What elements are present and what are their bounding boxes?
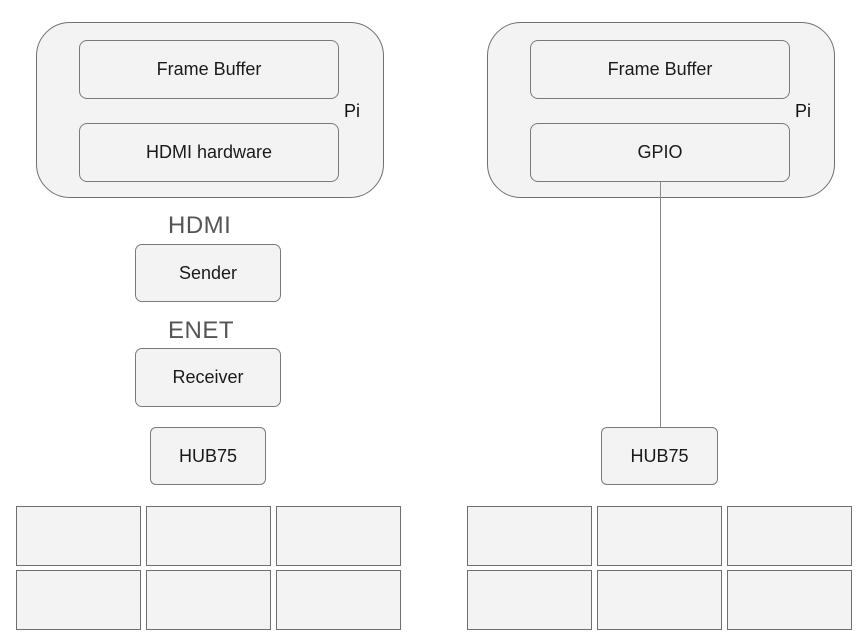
gpio-to-hub-connector [660, 182, 661, 427]
left-panel-r2c3 [276, 570, 401, 630]
receiver-box: Receiver [135, 348, 281, 407]
right-panel-r2c2 [597, 570, 722, 630]
left-hdmi-hardware-box: HDMI hardware [79, 123, 339, 182]
right-pi-label: Pi [795, 101, 812, 121]
right-panel-r1c2 [597, 506, 722, 566]
right-panel-r2c3 [727, 570, 852, 630]
right-gpio-box: GPIO [530, 123, 790, 182]
left-hub75-box: HUB75 [150, 427, 266, 485]
right-hub75-label: HUB75 [630, 445, 689, 466]
left-panel-r2c2 [146, 570, 271, 630]
left-frame-buffer-label: Frame Buffer [156, 59, 262, 79]
right-panel-r1c1 [467, 506, 592, 566]
left-hub75-label: HUB75 [178, 445, 238, 466]
enet-label: ENET [168, 317, 235, 344]
sender-box: Sender [135, 244, 281, 302]
right-hub75-box: HUB75 [601, 427, 718, 485]
sender-label: Sender [178, 262, 238, 283]
right-panel-r2c1 [467, 570, 592, 630]
left-panel-r1c3 [276, 506, 401, 566]
right-frame-buffer-label: Frame Buffer [607, 59, 713, 79]
left-hdmi-hardware-label: HDMI hardware [145, 142, 273, 162]
left-panel-r1c1 [16, 506, 141, 566]
left-pi-label: Pi [344, 101, 361, 121]
left-panel-r1c2 [146, 506, 271, 566]
right-gpio-label: GPIO [637, 142, 683, 162]
left-panel-r2c1 [16, 570, 141, 630]
right-panel-r1c3 [727, 506, 852, 566]
right-frame-buffer-box: Frame Buffer [530, 40, 790, 99]
left-frame-buffer-box: Frame Buffer [79, 40, 339, 99]
hdmi-label: HDMI [168, 212, 232, 239]
receiver-label: Receiver [172, 367, 244, 387]
